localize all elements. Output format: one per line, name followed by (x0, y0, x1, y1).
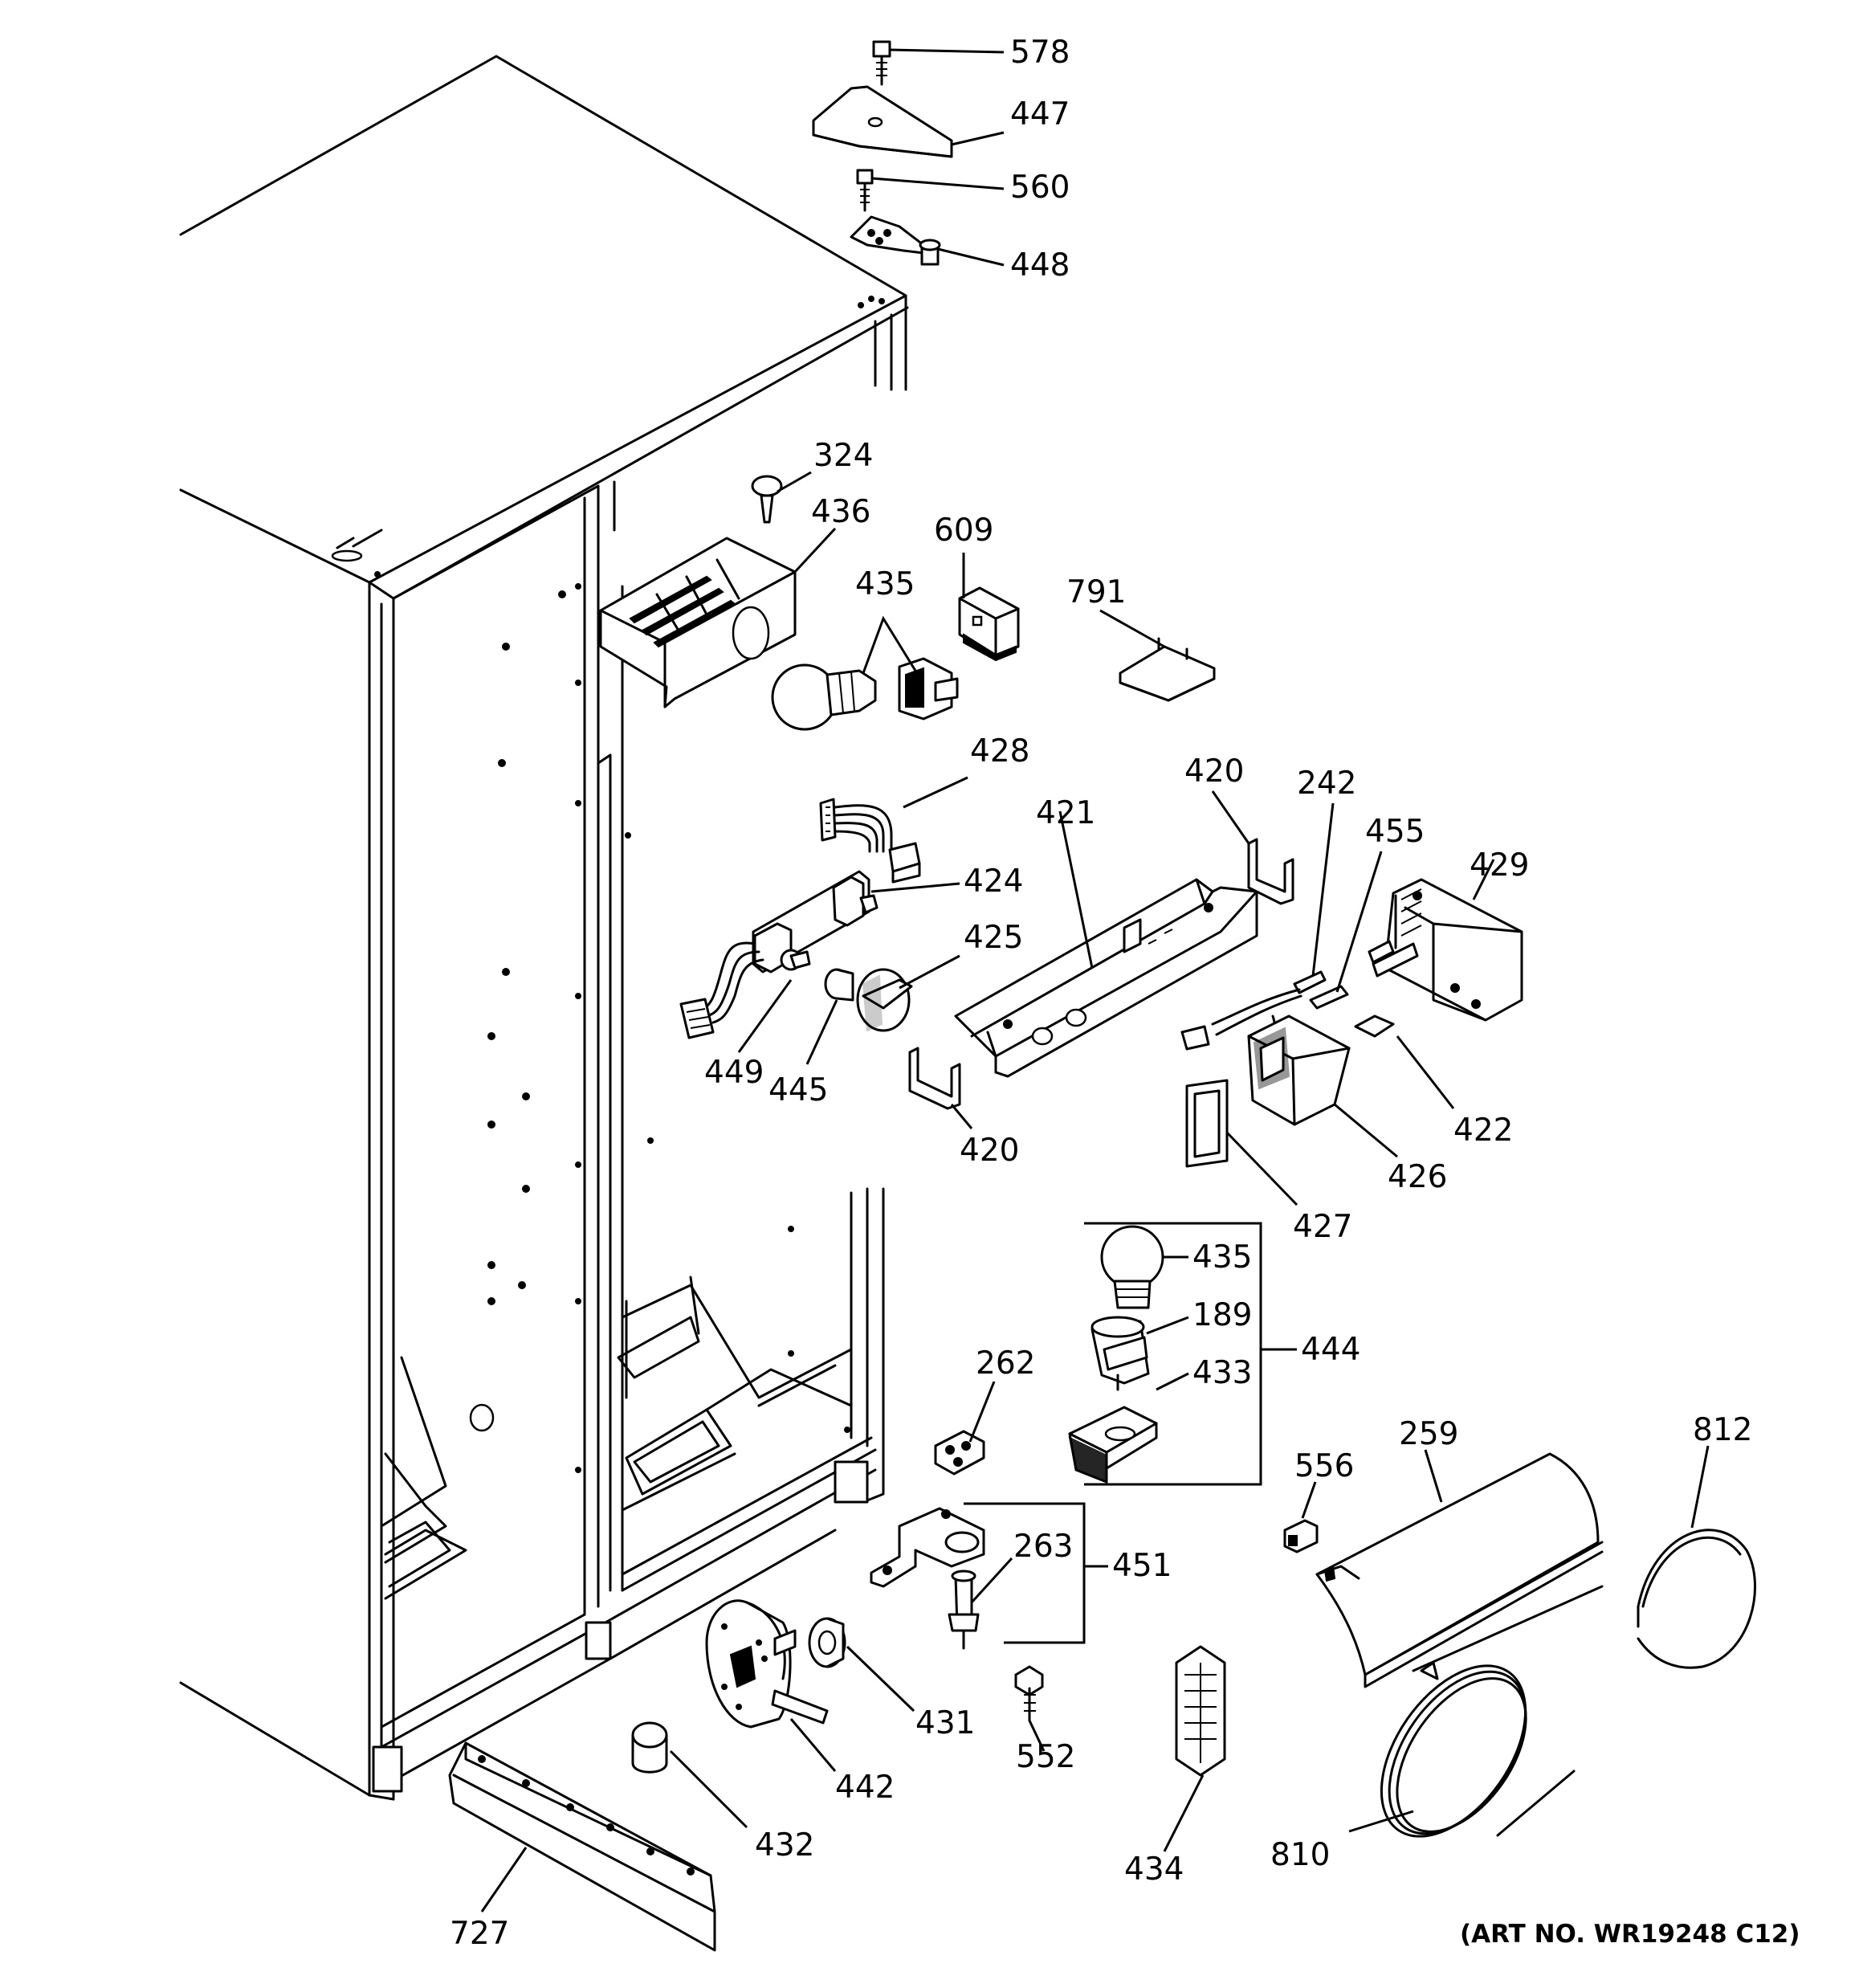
cam-bracket-263 (870, 1502, 1086, 1650)
hinge-448 (850, 215, 941, 266)
light-shield-436 (599, 537, 797, 708)
knob-425 (856, 968, 913, 1032)
refrigerator-cabinet (179, 55, 909, 1801)
callout-444: 444 (1301, 1332, 1360, 1368)
clip-422 (1354, 1014, 1395, 1038)
callout-448: 448 (1010, 247, 1070, 284)
control-424 (679, 870, 879, 1039)
light-bulb-435-lower (1100, 1225, 1164, 1309)
cover-259 (1315, 1452, 1604, 1688)
callout-263: 263 (1013, 1529, 1073, 1565)
callout-431: 431 (915, 1705, 975, 1741)
screw-552 (1014, 1665, 1044, 1722)
cover-791 (1119, 637, 1216, 702)
callout-labels: 578 447 560 448 324 436 435 609 791 428 … (450, 35, 1800, 1952)
grille-434 (1175, 1645, 1226, 1777)
callout-609: 609 (934, 512, 993, 549)
callout-578: 578 (1010, 35, 1070, 71)
bracket-262 (934, 1430, 985, 1476)
callout-552: 552 (1016, 1739, 1075, 1775)
leader-lines (480, 48, 1710, 1912)
callout-556: 556 (1294, 1448, 1354, 1484)
callout-433: 433 (1192, 1355, 1252, 1391)
loop-812 (1637, 1529, 1756, 1669)
callout-445: 445 (768, 1072, 828, 1108)
callout-426: 426 (1388, 1159, 1447, 1195)
callout-435-lower: 435 (1192, 1239, 1252, 1276)
callout-422: 422 (1453, 1112, 1513, 1149)
cylinder-432 (631, 1721, 668, 1774)
housing-429 (1368, 878, 1523, 1022)
clip-420-lower (908, 1047, 961, 1110)
kickplate-727 (448, 1741, 716, 1952)
housing-421 (954, 878, 1258, 1078)
callout-451: 451 (1112, 1548, 1172, 1584)
callout-259: 259 (1399, 1416, 1458, 1452)
lens-427 (1185, 1079, 1229, 1168)
motor-442 (705, 1599, 829, 1729)
callout-560: 560 (1010, 169, 1070, 206)
callout-324: 324 (813, 438, 873, 474)
callout-432: 432 (755, 1827, 814, 1863)
ring-431 (808, 1617, 846, 1668)
callout-435-upper: 435 (855, 566, 915, 602)
callout-791: 791 (1066, 574, 1126, 610)
callout-455: 455 (1365, 814, 1425, 850)
callout-428: 428 (970, 733, 1029, 769)
callout-727: 727 (450, 1916, 509, 1952)
callout-429: 429 (1470, 847, 1529, 884)
callout-434: 434 (1124, 1851, 1184, 1888)
light-bulb-435-upper (771, 663, 877, 731)
clip-556 (1283, 1519, 1319, 1553)
light-housing-426 (1180, 988, 1351, 1126)
callout-189: 189 (1192, 1297, 1252, 1333)
callout-425: 425 (964, 920, 1023, 956)
callout-810: 810 (1270, 1837, 1330, 1873)
clip-420-upper (1247, 838, 1294, 905)
callout-262: 262 (976, 1345, 1035, 1382)
socket-189 (1090, 1316, 1150, 1391)
callout-424: 424 (964, 863, 1023, 900)
callout-421: 421 (1036, 795, 1095, 831)
switch-609 (958, 586, 1020, 662)
art-number: (ART NO. WR19248 C12) (1460, 1920, 1800, 1949)
callout-449: 449 (704, 1055, 764, 1091)
hinge-cover-447 (812, 85, 953, 158)
callout-427: 427 (1293, 1209, 1352, 1245)
callout-420-lower: 420 (960, 1133, 1019, 1169)
callout-447: 447 (1010, 96, 1070, 133)
connector-455 (1309, 985, 1349, 1010)
tubing-810 (1380, 1585, 1604, 1838)
receptacle-433 (1068, 1406, 1158, 1484)
callout-420-upper: 420 (1184, 753, 1244, 790)
knob-ring-445 (824, 968, 854, 1002)
light-socket-435-upper (898, 657, 959, 720)
callout-436: 436 (811, 494, 870, 530)
callout-442: 442 (835, 1770, 895, 1806)
wire-harness-428 (819, 798, 921, 884)
callout-812: 812 (1693, 1412, 1752, 1448)
assembly-bracket-444 (1084, 1222, 1262, 1486)
callout-242: 242 (1297, 765, 1356, 802)
screw-578 (872, 40, 891, 86)
screw-560 (856, 169, 874, 212)
push-pin-324 (751, 475, 783, 524)
